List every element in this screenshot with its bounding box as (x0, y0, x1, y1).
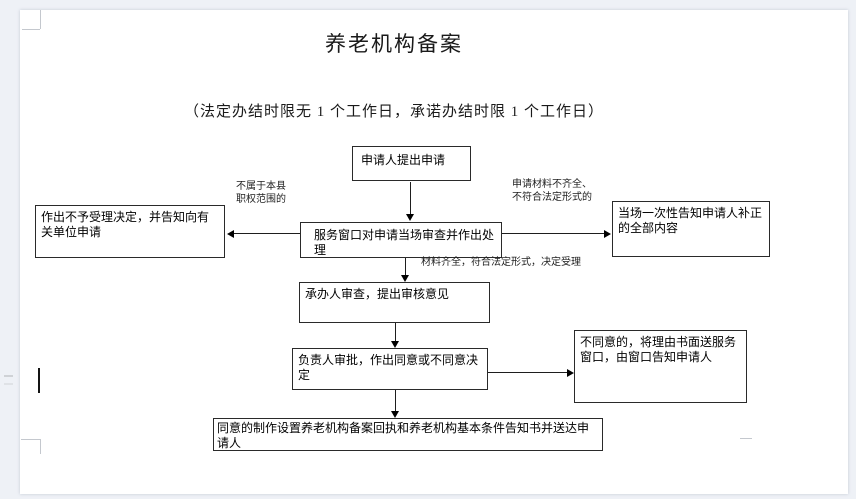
text-boundary-mark-bottom-left (40, 439, 41, 454)
arrowhead-left-icon (227, 230, 234, 238)
text-boundary-mark-top-left (40, 10, 41, 29)
arrow-leader-to-agree (395, 390, 396, 412)
margin-anchor-icon (4, 375, 13, 385)
flow-node-window-review[interactable]: 服务窗口对申请当场审查并作出处理 (300, 222, 502, 258)
flow-node-reject-decision[interactable]: 作出不予受理决定，并告知向有关单位申请 (35, 205, 225, 258)
text-cursor (38, 368, 40, 393)
text-boundary-mark-bottom-right (740, 438, 752, 439)
flow-node-agree-deliver[interactable]: 同意的制作设置养老机构备案回执和养老机构基本条件告知书并送达申请人 (213, 418, 603, 451)
arrowhead-down-icon (391, 411, 399, 418)
edge-label-materials-complete: 材料齐全，符合法定形式，决定受理 (421, 257, 581, 268)
arrow-window-to-reject (234, 233, 300, 234)
arrow-handler-to-leader (395, 323, 396, 342)
page-subtitle[interactable]: （法定办结时限无 1 个工作日，承诺办结时限 1 个工作日） (183, 104, 604, 120)
arrowhead-right-icon (567, 369, 574, 377)
flow-node-onsite-notify[interactable]: 当场一次性告知申请人补正的全部内容 (612, 201, 770, 257)
arrowhead-right-icon (604, 230, 611, 238)
flow-node-disagree-notify[interactable]: 不同意的，将理由书面送服务窗口，由窗口告知申请人 (574, 330, 747, 403)
flow-node-handler-review[interactable]: 承办人审查，提出审核意见 (299, 282, 490, 323)
arrow-apply-to-window (410, 182, 411, 215)
arrow-leader-to-disagree (488, 372, 568, 373)
arrow-window-to-notify (502, 233, 605, 234)
arrowhead-down-icon (406, 214, 414, 221)
arrowhead-down-icon (401, 275, 409, 282)
edge-label-materials-incomplete: 申请材料不齐全、 不符合法定形式的 (512, 179, 592, 203)
text-boundary-mark-bottom-left (21, 439, 40, 440)
flow-node-apply[interactable]: 申请人提出申请 (352, 146, 471, 181)
flow-node-leader-approve[interactable]: 负责人审批，作出同意或不同意决定 (292, 348, 488, 390)
text-boundary-mark-top-left (22, 29, 40, 30)
edge-label-not-in-jurisdiction: 不属于本县 职权范围的 (236, 181, 286, 205)
arrow-window-to-handler (405, 258, 406, 276)
arrowhead-down-icon (391, 341, 399, 348)
page-title[interactable]: 养老机构备案 (325, 32, 463, 56)
